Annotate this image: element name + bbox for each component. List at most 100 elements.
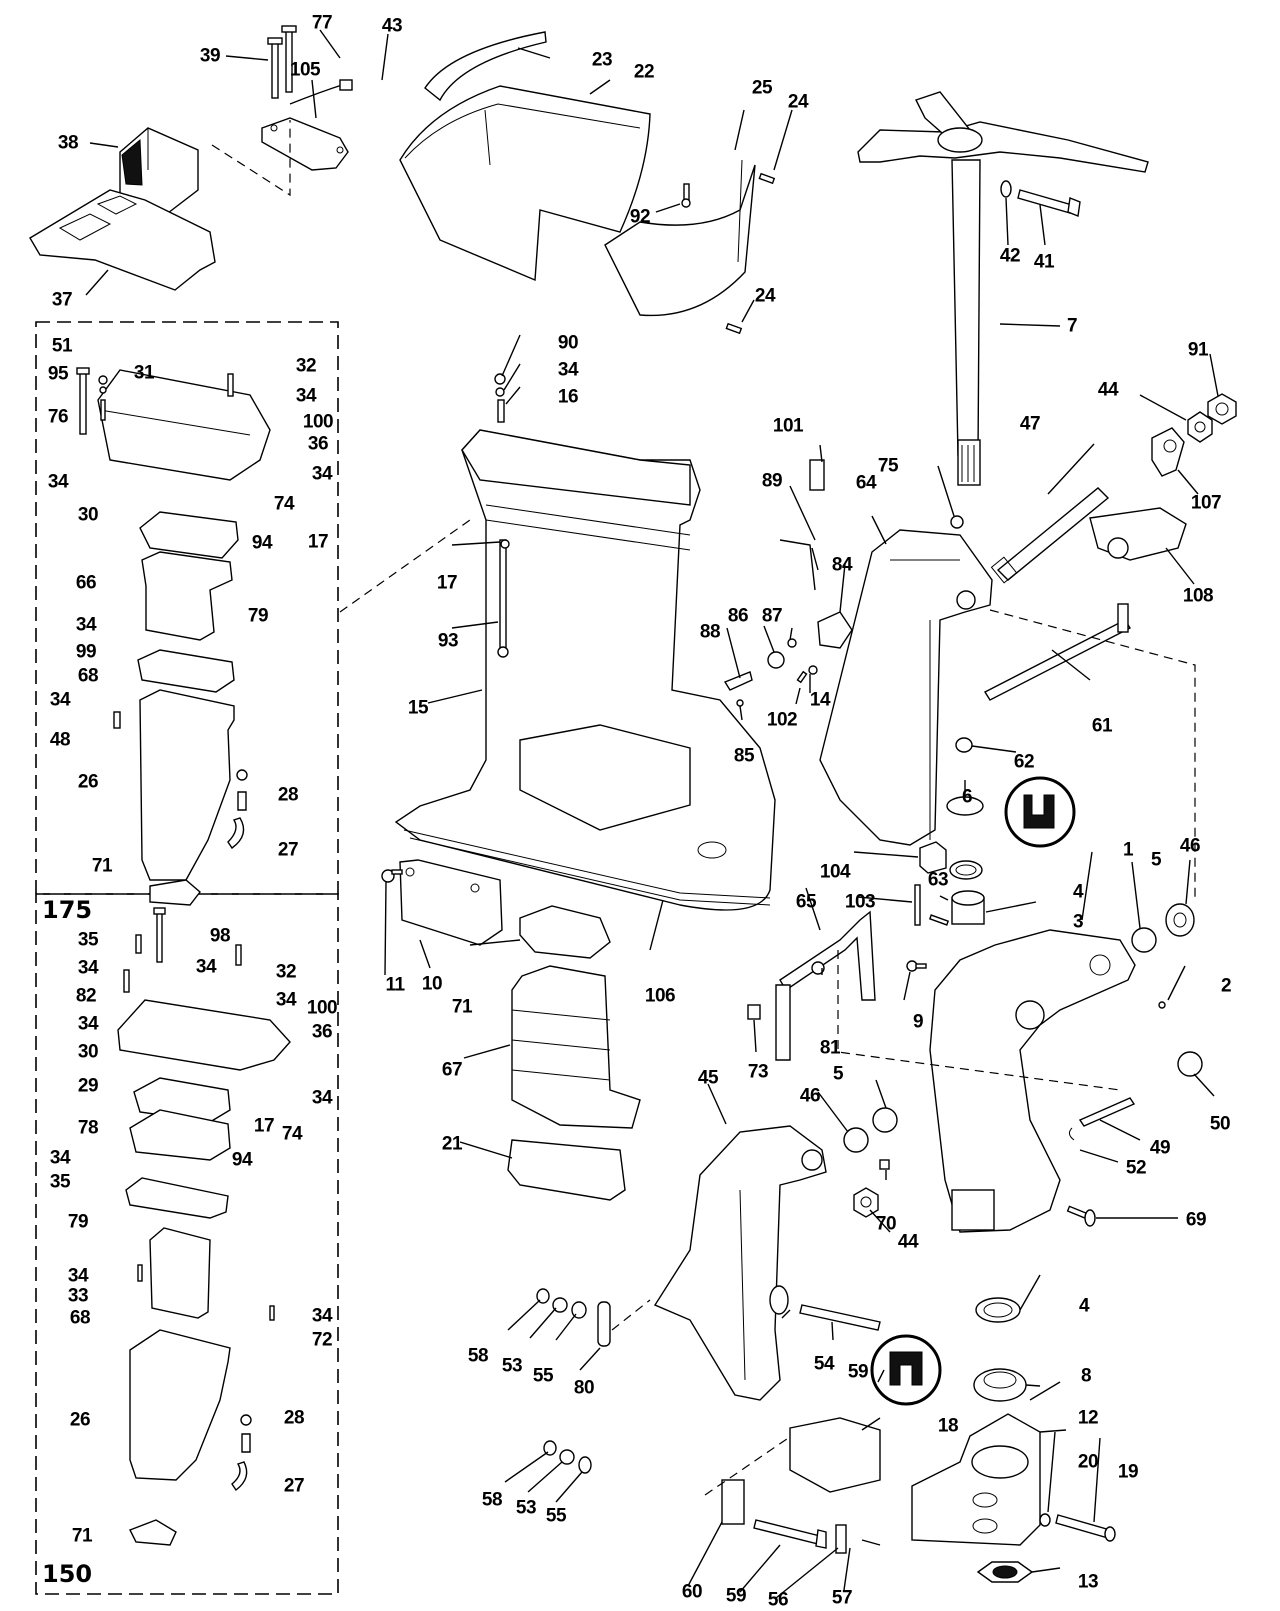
nut-51-175 [98, 375, 108, 385]
callout-46-left: 46 [799, 1085, 821, 1107]
grommet-28-175 [236, 769, 248, 781]
callout-31-175: 31 [133, 362, 155, 384]
washer-34-mid [495, 387, 505, 397]
handle-23 [424, 31, 547, 102]
lever-88 [723, 671, 753, 691]
callout-93: 93 [437, 630, 459, 652]
callout-5-right: 5 [1150, 849, 1162, 871]
callout-21: 21 [441, 1133, 463, 1155]
nut-91 [1207, 393, 1237, 425]
callout-36-150: 36 [311, 1021, 333, 1043]
callout-68-150: 68 [69, 1307, 91, 1329]
callout-74-175: 74 [273, 493, 295, 515]
housing-dashed-guide [339, 519, 471, 613]
nut-70 [879, 1159, 890, 1170]
callout-100-175: 100 [302, 411, 334, 433]
plate-78-150 [129, 1109, 231, 1161]
callout-34-175a: 34 [295, 385, 317, 407]
callout-86: 86 [727, 605, 749, 627]
bolt-33-150 [137, 1264, 143, 1282]
callout-70: 70 [875, 1213, 897, 1235]
gasket-37 [29, 189, 216, 291]
seal-4-upper [949, 860, 983, 880]
plate-68-175 [141, 551, 233, 641]
callout-85: 85 [733, 745, 755, 767]
spring-62 [955, 737, 973, 753]
callout-33-150: 33 [67, 1285, 89, 1307]
callout-29-150: 29 [77, 1075, 99, 1097]
callout-78-150: 78 [77, 1117, 99, 1139]
callout-94-175: 94 [251, 532, 273, 554]
callout-30-150: 30 [77, 1041, 99, 1063]
clip-52 [1068, 1127, 1075, 1141]
stud-31-175 [100, 399, 106, 421]
callout-34-175e: 34 [49, 689, 71, 711]
callout-54: 54 [813, 1353, 835, 1375]
callout-43: 43 [381, 15, 403, 37]
callout-35-150a: 35 [77, 929, 99, 951]
bolt-103 [914, 884, 921, 926]
callout-34-150h: 34 [311, 1305, 333, 1327]
callout-6: 6 [961, 786, 973, 808]
link-80 [597, 1301, 611, 1347]
callout-42: 42 [999, 245, 1021, 267]
callout-47: 47 [1019, 413, 1041, 435]
nut-44-upper [1187, 411, 1213, 443]
model-label-175: 175 [42, 896, 93, 924]
callout-23: 23 [591, 49, 613, 71]
nut-87 [787, 638, 797, 648]
stud-16 [497, 399, 505, 423]
callout-73: 73 [747, 1061, 769, 1083]
exhaust-housing-15 [394, 429, 776, 911]
callout-91: 91 [1187, 339, 1209, 361]
nut-13 [976, 1561, 1034, 1583]
bolt-93 [497, 539, 509, 658]
callout-2: 2 [1220, 975, 1232, 997]
callout-105: 105 [289, 59, 321, 81]
screw-69 [1066, 1205, 1096, 1227]
callout-41: 41 [1033, 251, 1055, 273]
power-pack-38 [119, 127, 199, 214]
pin-85 [736, 699, 744, 707]
seal-8 [973, 1368, 1027, 1402]
callout-34-150d: 34 [77, 1013, 99, 1035]
pad-104 [919, 841, 947, 874]
leader-lines [85, 29, 1219, 1599]
callout-88: 88 [699, 621, 721, 643]
lock-washer-20 [1039, 1513, 1051, 1527]
ground-strap-43 [289, 79, 353, 105]
gasket-79-150 [125, 1177, 229, 1219]
callout-45: 45 [697, 1067, 719, 1089]
callout-27-150: 27 [283, 1475, 305, 1497]
callout-102: 102 [766, 709, 798, 731]
callout-14: 14 [809, 689, 831, 711]
washer-17-mid [500, 539, 510, 549]
callout-51-175: 51 [51, 335, 73, 357]
callout-103: 103 [844, 891, 876, 913]
callout-94-150: 94 [231, 1149, 253, 1171]
callout-20: 20 [1077, 1451, 1099, 1473]
sender-101 [809, 459, 825, 491]
callout-108: 108 [1182, 585, 1214, 607]
callout-5-left: 5 [832, 1063, 844, 1085]
callout-71-175: 71 [91, 855, 113, 877]
lock-plate-107 [1151, 427, 1185, 477]
callout-44-upper: 44 [1097, 379, 1119, 401]
callout-63: 63 [927, 869, 949, 891]
callout-4-upper: 4 [1072, 881, 1084, 903]
stern-bracket-64 [819, 529, 993, 846]
spacer-58-lower [543, 1440, 557, 1456]
callout-28-175: 28 [277, 784, 299, 806]
callout-37: 37 [51, 289, 73, 311]
callout-81: 81 [819, 1037, 841, 1059]
screw-24-lower [725, 322, 743, 335]
lower-cowl-rear-25 [604, 159, 756, 317]
callout-9: 9 [912, 1011, 924, 1033]
plate-68-150 [149, 1227, 211, 1319]
seal-71-150 [129, 1519, 177, 1546]
callout-34-150e: 34 [311, 1087, 333, 1109]
callout-34-175d: 34 [75, 614, 97, 636]
callout-76-175: 76 [47, 406, 69, 428]
callout-106: 106 [644, 985, 676, 1007]
